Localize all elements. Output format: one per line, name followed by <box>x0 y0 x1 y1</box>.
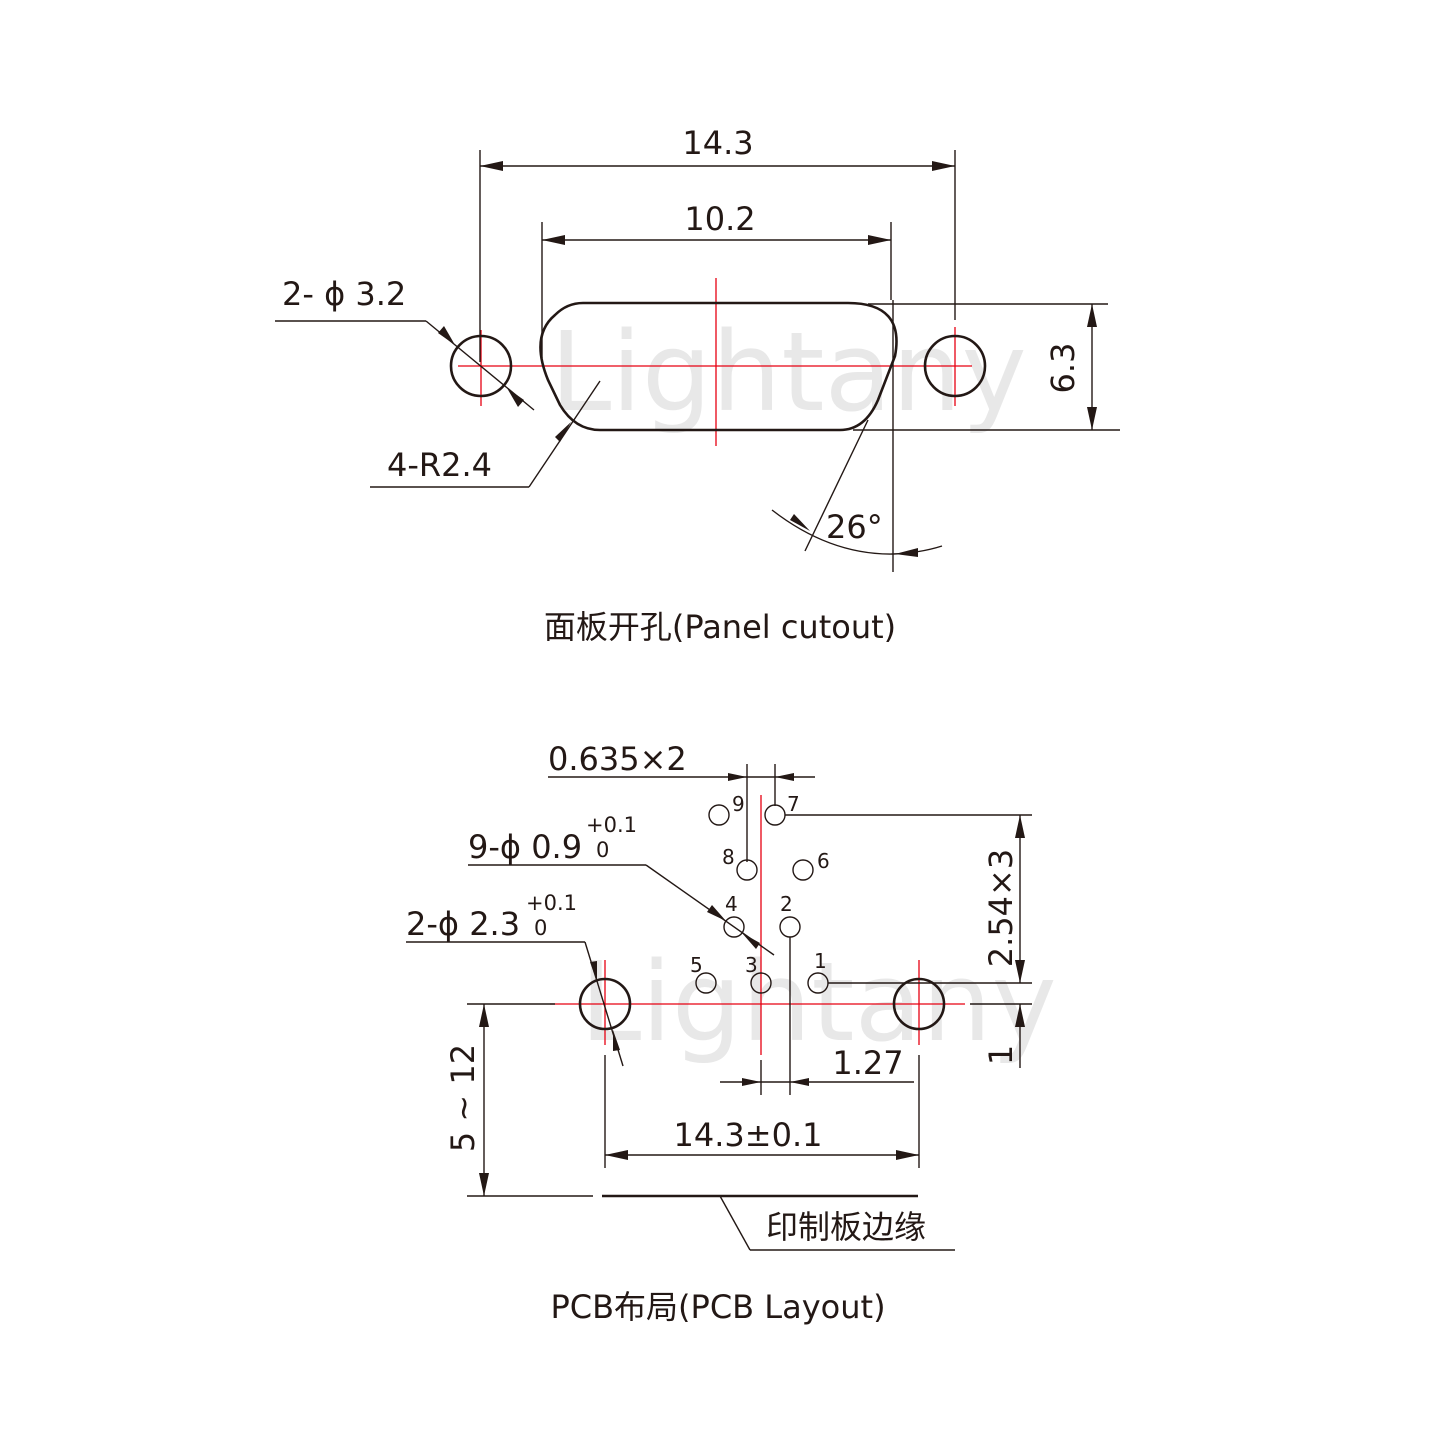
arrow-icon <box>542 235 565 245</box>
pin-label-8: 8 <box>722 845 735 869</box>
angle-slant-line <box>804 419 869 552</box>
arrow-icon <box>507 388 524 407</box>
pin-label-7: 7 <box>787 792 800 816</box>
arrow-icon <box>479 1173 489 1196</box>
arrow-icon <box>590 961 597 982</box>
pin-hole-3 <box>750 972 772 994</box>
pin-hole-9 <box>708 804 730 826</box>
pin-hole-tolerance-lower: 0 <box>596 838 609 862</box>
pin-hole-4 <box>723 916 745 938</box>
arrow-icon <box>895 548 918 557</box>
pin-label-9: 9 <box>732 792 745 816</box>
label-corner-radius: 4-R2.4 <box>387 446 492 484</box>
arrow-icon <box>1087 304 1097 327</box>
pin-label-5: 5 <box>690 953 703 977</box>
arrow-icon <box>1015 1004 1025 1027</box>
label-mount-holes: 2- ϕ 3.2 <box>282 275 406 313</box>
dim-offset: 1.27 <box>832 1044 903 1082</box>
pin-hole-7 <box>764 804 786 826</box>
arrow-icon <box>613 1030 620 1051</box>
pin-hole-6 <box>792 859 814 881</box>
arrow-icon <box>868 235 891 245</box>
pin-hole-2 <box>779 916 801 938</box>
arrow-icon <box>790 1078 809 1086</box>
pin-label-2: 2 <box>780 892 793 916</box>
label-pin-holes: 9-ϕ 0.9 <box>468 828 582 866</box>
dim-pitch-y: 2.54×3 <box>982 849 1020 967</box>
arrow-icon <box>707 905 726 921</box>
arrow-icon <box>479 1004 489 1027</box>
dim-edge-range: 5 ~ 12 <box>444 1044 482 1152</box>
arrow-icon <box>438 326 455 345</box>
arrow-icon <box>605 1150 628 1160</box>
pin-hole-tolerance-upper: +0.1 <box>586 813 637 837</box>
dim-slot-width: 10.2 <box>684 200 755 238</box>
arrow-icon <box>555 422 571 442</box>
pin-label-3: 3 <box>745 953 758 977</box>
pcb-layout-caption: PCB布局(PCB Layout) <box>550 1288 885 1326</box>
pcb-layout-drawing: Lightany 1 2 3 4 5 6 7 8 9 <box>406 740 1057 1326</box>
pin-label-4: 4 <box>725 892 738 916</box>
watermark-panel: Lightany <box>550 308 1027 436</box>
right-mount-hole <box>923 334 987 398</box>
panel-cutout-caption: 面板开孔(Panel cutout) <box>544 608 896 646</box>
dim-height: 6.3 <box>1044 343 1082 394</box>
angle-arc <box>771 509 943 555</box>
leader-line <box>719 1195 751 1251</box>
mount-hole-tolerance-lower: 0 <box>534 916 547 940</box>
dim-row-offset: 1 <box>982 1045 1020 1065</box>
leader-line <box>528 380 601 488</box>
arrow-icon <box>728 773 747 781</box>
pin-label-6: 6 <box>817 849 830 873</box>
arrow-icon <box>896 1150 919 1160</box>
label-mount-holes-pcb: 2-ϕ 2.3 <box>406 905 520 943</box>
left-pcb-mount-hole <box>578 977 632 1031</box>
arrow-icon <box>480 161 503 171</box>
label-board-edge: 印制板边缘 <box>766 1208 926 1246</box>
dim-overall-width: 14.3 <box>682 124 753 162</box>
d-sub-slot-cutout <box>539 301 898 432</box>
arrow-icon <box>932 161 955 171</box>
arrow-icon <box>1015 960 1025 983</box>
arrow-icon <box>742 1078 761 1086</box>
left-mount-hole <box>449 334 513 398</box>
arrow-icon <box>742 933 760 949</box>
panel-cutout-drawing: Lightany 14.3 10.2 6.3 <box>275 124 1120 646</box>
arrow-icon <box>790 514 810 531</box>
pin-hole-5 <box>695 972 717 994</box>
pin-label-1: 1 <box>814 949 827 973</box>
arrow-icon <box>775 773 794 781</box>
arrow-icon <box>1087 407 1097 430</box>
right-pcb-mount-hole <box>892 977 946 1031</box>
pin-hole-8 <box>736 859 758 881</box>
mount-hole-tolerance-upper: +0.1 <box>526 891 577 915</box>
label-angle: 26° <box>826 508 883 546</box>
arrow-icon <box>1015 815 1025 838</box>
dim-pitch-x: 0.635×2 <box>548 740 687 778</box>
watermark-pcb: Lightany <box>580 938 1057 1066</box>
dim-mount-spacing: 14.3±0.1 <box>674 1116 823 1154</box>
